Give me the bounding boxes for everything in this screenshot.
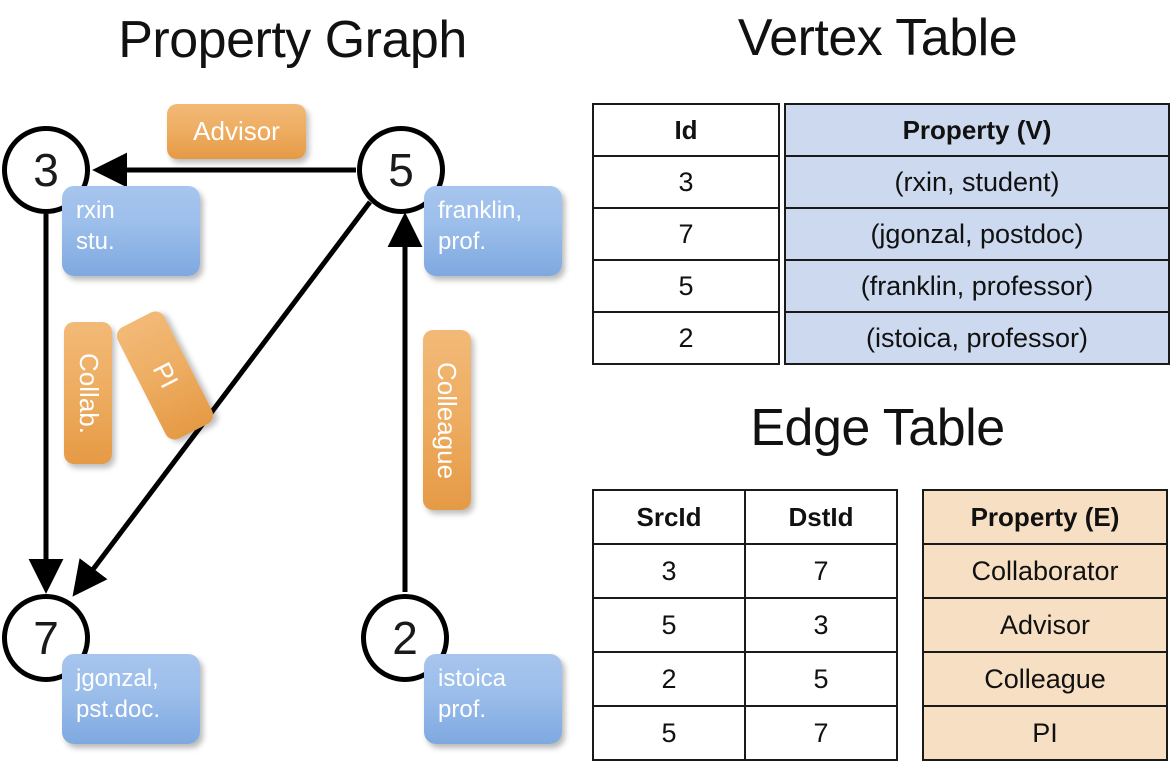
vertex-property-box-5[interactable]: franklin, prof. — [424, 186, 562, 276]
vertex-table-id-column: Id 3 7 5 2 — [592, 103, 780, 365]
vertex-id-cell: 3 — [592, 155, 780, 209]
property-graph-diagram: 3 5 7 2 rxin stu. franklin, prof. jgonza… — [0, 0, 585, 760]
vertex-property-line2: pst.doc. — [76, 695, 161, 723]
edge-property-cell: Colleague — [922, 651, 1168, 707]
vertex-property-line1: franklin, — [438, 197, 523, 224]
vertex-property-line2: prof. — [438, 227, 487, 255]
table-row: 7 — [592, 207, 780, 261]
vertex-property-line1: rxin — [76, 197, 115, 224]
edge-table-id-columns: SrcId DstId 3 7 5 3 2 5 5 7 — [592, 489, 898, 761]
edge-label-text: PI — [146, 357, 185, 394]
page-title-vertex-table: Vertex Table — [737, 9, 1018, 67]
table-row: (jgonzal, postdoc) — [784, 207, 1170, 261]
vertex-property-cell: (rxin, student) — [784, 155, 1170, 209]
edge-property-cell: Advisor — [922, 597, 1168, 653]
table-row: 2 — [592, 311, 780, 365]
edge-dstid-cell: 7 — [744, 543, 898, 599]
edge-label-text: Collab. — [73, 352, 104, 434]
table-row: Advisor — [922, 597, 1168, 653]
column-header-srcid: SrcId — [592, 489, 746, 545]
edge-label-collab[interactable]: Collab. — [64, 322, 112, 464]
vertex-property-box-7[interactable]: jgonzal, pst.doc. — [62, 654, 200, 744]
vertex-property-line1: jgonzal, — [76, 665, 159, 692]
table-row: Collaborator — [922, 543, 1168, 599]
vertex-property-cell: (istoica, professor) — [784, 311, 1170, 365]
vertex-id-cell: 7 — [592, 207, 780, 261]
vertex-id-cell: 5 — [592, 259, 780, 313]
table-header-row: Id — [592, 103, 780, 157]
table-row: 3 — [592, 155, 780, 209]
node-id-label: 7 — [33, 612, 59, 664]
edge-srcid-cell: 5 — [592, 705, 746, 761]
column-header-property-v: Property (V) — [784, 103, 1170, 157]
vertex-property-box-2[interactable]: istoica prof. — [424, 654, 562, 744]
edge-label-colleague[interactable]: Colleague — [423, 330, 471, 510]
node-id-label: 5 — [388, 144, 414, 196]
edge-label-text: Advisor — [193, 116, 280, 146]
edge-dstid-cell: 5 — [744, 651, 898, 707]
vertex-property-cell: (jgonzal, postdoc) — [784, 207, 1170, 261]
vertex-property-box-3[interactable]: rxin stu. — [62, 186, 200, 276]
table-row: 5 3 — [592, 597, 898, 653]
column-header-dstid: DstId — [744, 489, 898, 545]
graph-edges-svg — [28, 152, 423, 597]
table-row: Colleague — [922, 651, 1168, 707]
table-row: 5 — [592, 259, 780, 313]
node-id-label: 2 — [392, 612, 418, 664]
vertex-property-line1: istoica — [438, 665, 507, 692]
graph-node-5[interactable]: 5 — [357, 126, 445, 214]
edge-srcid-cell: 5 — [592, 597, 746, 653]
edge-label-text: Colleague — [432, 361, 463, 479]
table-row: 2 5 — [592, 651, 898, 707]
edge-5-to-7-pi — [72, 200, 372, 597]
edge-dstid-cell: 7 — [744, 705, 898, 761]
node-id-label: 3 — [33, 144, 59, 196]
vertex-table-property-column: Property (V) (rxin, student) (jgonzal, p… — [784, 103, 1170, 365]
table-header-row: Property (V) — [784, 103, 1170, 157]
edge-property-cell: PI — [922, 705, 1168, 761]
table-row: (rxin, student) — [784, 155, 1170, 209]
table-row: 5 7 — [592, 705, 898, 761]
edge-srcid-cell: 2 — [592, 651, 746, 707]
page-title-edge-table: Edge Table — [750, 399, 1005, 457]
edge-property-cell: Collaborator — [922, 543, 1168, 599]
edge-dstid-cell: 3 — [744, 597, 898, 653]
vertex-property-line2: prof. — [438, 695, 487, 723]
vertex-id-cell: 2 — [592, 311, 780, 365]
table-row: (franklin, professor) — [784, 259, 1170, 313]
table-row: 3 7 — [592, 543, 898, 599]
page-title-property-graph: Property Graph — [118, 11, 467, 69]
table-row: PI — [922, 705, 1168, 761]
vertex-property-cell: (franklin, professor) — [784, 259, 1170, 313]
table-header-row: SrcId DstId — [592, 489, 898, 545]
edge-table-property-column: Property (E) Collaborator Advisor Collea… — [922, 489, 1168, 761]
edge-srcid-cell: 3 — [592, 543, 746, 599]
column-header-property-e: Property (E) — [922, 489, 1168, 545]
edge-label-advisor[interactable]: Advisor — [167, 104, 306, 159]
table-row: (istoica, professor) — [784, 311, 1170, 365]
vertex-property-line2: stu. — [76, 227, 115, 255]
graph-node-2[interactable]: 2 — [361, 594, 449, 682]
column-header-id: Id — [592, 103, 780, 157]
table-header-row: Property (E) — [922, 489, 1168, 545]
